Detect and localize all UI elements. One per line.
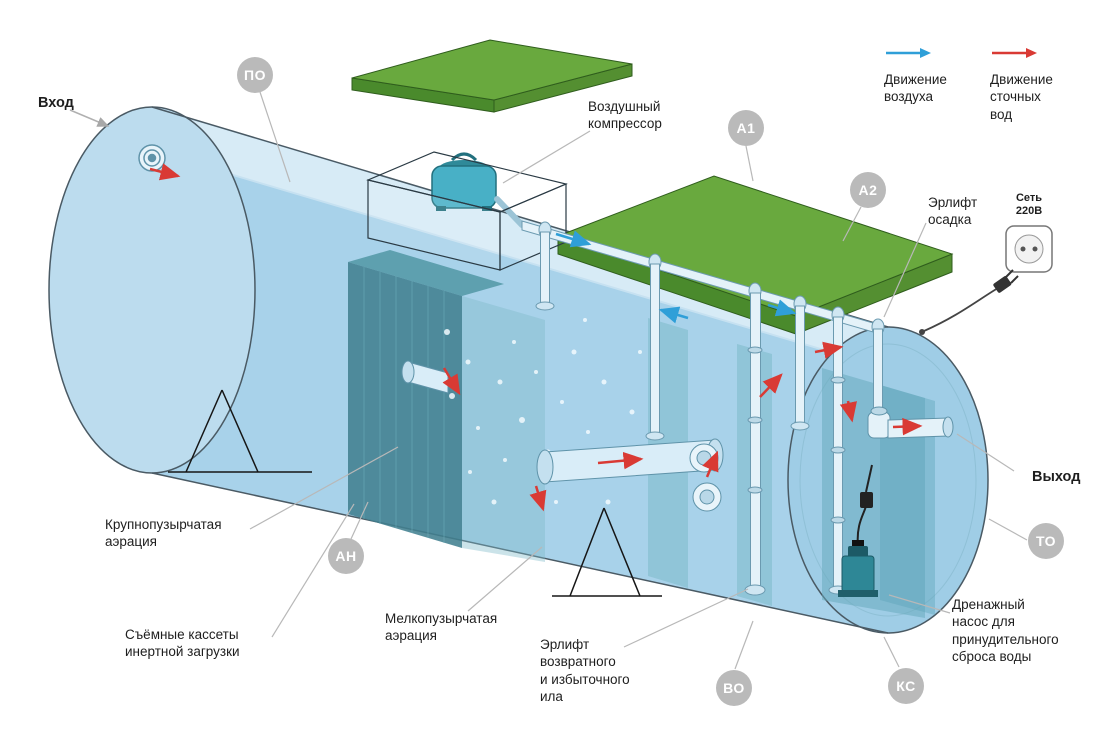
compressor-label: Воздушный компрессор bbox=[588, 99, 662, 132]
drainage-pump-icon bbox=[838, 464, 878, 597]
outlet-label: Выход bbox=[1032, 469, 1081, 485]
coarse-aeration-label: Крупнопузырчатая аэрация bbox=[105, 517, 222, 550]
leader-lines bbox=[249, 91, 1028, 670]
badge-vo: ВО bbox=[716, 670, 752, 706]
inert-cassette-block bbox=[348, 250, 545, 562]
badge-to: ТО bbox=[1028, 523, 1064, 559]
power-plug-icon bbox=[919, 269, 1019, 335]
badge-po: ПО bbox=[237, 57, 273, 93]
compressor-box bbox=[366, 151, 568, 271]
inert-cassettes-label: Съёмные кассеты инертной загрузки bbox=[125, 627, 240, 660]
badge-a2: А2 bbox=[850, 172, 886, 208]
fine-aeration-label: Мелкопузырчатая аэрация bbox=[385, 611, 498, 644]
wastewater-flow-arrows bbox=[149, 163, 923, 512]
badge-an: АН bbox=[328, 538, 364, 574]
air-compressor-icon bbox=[431, 152, 525, 228]
support-legs bbox=[168, 389, 662, 597]
badge-a1: А1 bbox=[728, 110, 764, 146]
legend-sewage: Движение сточных вод bbox=[990, 46, 1078, 123]
inlet-pointer-arrow bbox=[69, 109, 110, 127]
inlet-pipe-rings bbox=[138, 144, 166, 172]
legend-air-label: Движение воздуха bbox=[884, 72, 947, 105]
wastewater-flow-arrow-icon bbox=[990, 46, 1038, 63]
air-flow-arrow-icon bbox=[884, 46, 932, 63]
sludge-airlift-label: Эрлифт возвратного и избыточного ила bbox=[540, 637, 630, 704]
green-lid-large bbox=[556, 175, 954, 335]
power-socket-icon bbox=[1005, 225, 1053, 273]
green-lid-small bbox=[351, 39, 633, 113]
legend-air: Движение воздуха bbox=[884, 46, 972, 106]
legend-sewage-label: Движение сточных вод bbox=[990, 72, 1053, 122]
air-flow-arrows bbox=[555, 230, 797, 324]
inlet-label: Вход bbox=[38, 95, 74, 111]
drain-pump-label: Дренажный насос для принудительного сбро… bbox=[952, 597, 1059, 664]
badge-ks: КС bbox=[888, 668, 924, 704]
airlift-sediment-label: Эрлифт осадка bbox=[928, 195, 978, 228]
power-socket-label: Сеть 220В bbox=[1015, 192, 1043, 218]
